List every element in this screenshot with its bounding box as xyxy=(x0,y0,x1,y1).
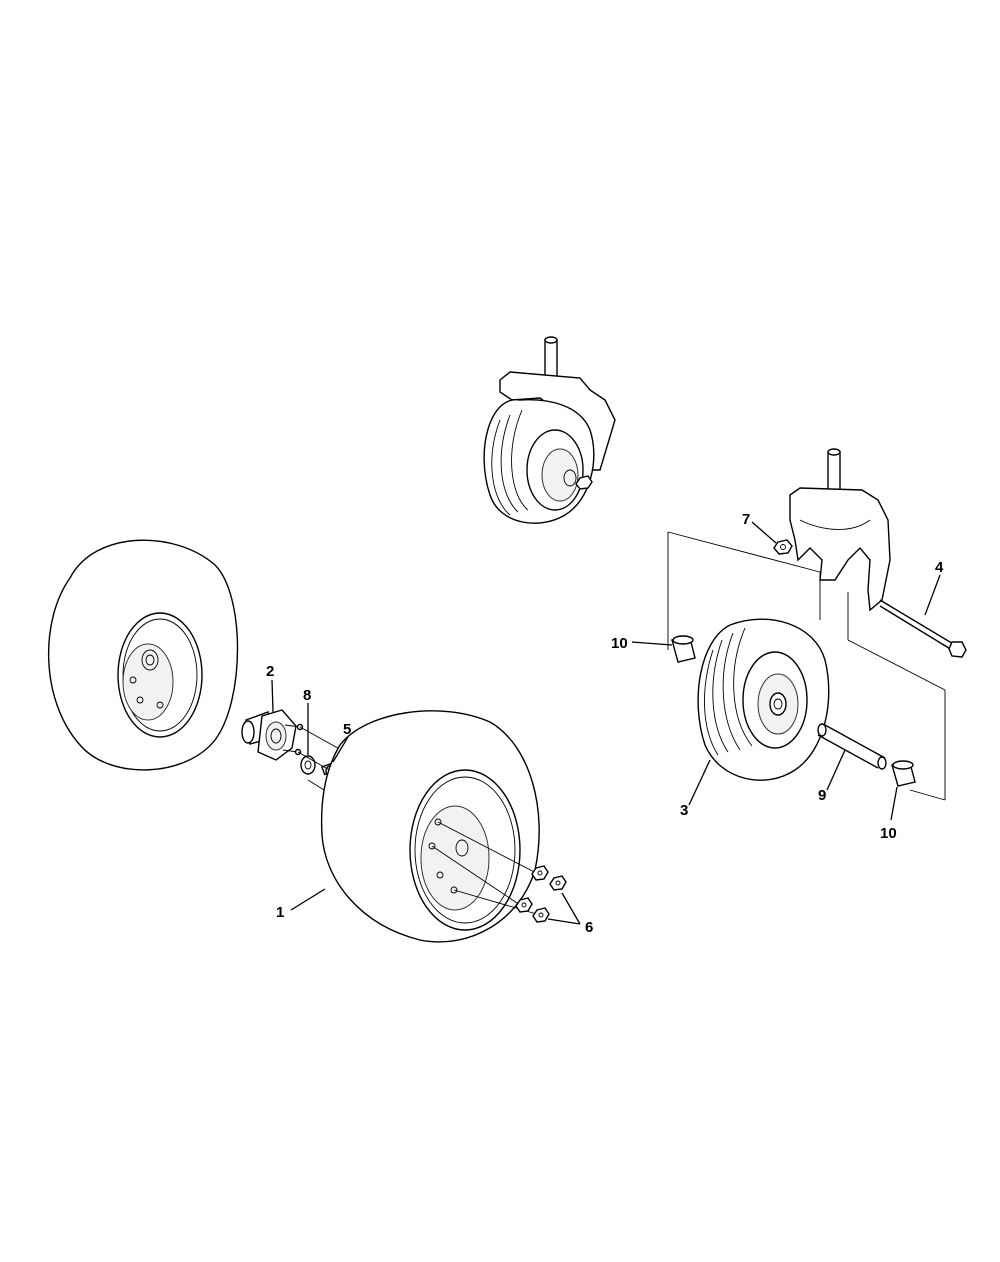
leader-lines xyxy=(271,521,941,925)
callout-10-right: 10 xyxy=(880,825,897,842)
assembly-bracket-lines xyxy=(667,531,946,801)
front-caster-wheel xyxy=(697,618,830,781)
callout-9: 9 xyxy=(818,787,826,804)
axle-sleeve xyxy=(817,723,887,770)
callout-7: 7 xyxy=(742,511,750,528)
washer xyxy=(300,755,316,775)
rear-drive-wheel-left xyxy=(48,539,239,771)
callout-10-left: 10 xyxy=(611,635,628,652)
caster-yoke xyxy=(789,448,891,612)
nut-small xyxy=(773,539,793,555)
axle-bolt xyxy=(879,599,967,658)
wheel-hub xyxy=(241,709,304,761)
callout-3: 3 xyxy=(680,802,688,819)
lug-nuts xyxy=(515,865,567,923)
callout-5: 5 xyxy=(343,721,351,738)
callout-8: 8 xyxy=(303,687,311,704)
caster-assembly-background xyxy=(483,336,616,524)
spacer-right xyxy=(891,760,916,787)
callout-2: 2 xyxy=(266,663,274,680)
spacer-left xyxy=(671,635,696,663)
rear-drive-wheel xyxy=(320,710,541,943)
callout-1: 1 xyxy=(276,904,284,921)
callout-6: 6 xyxy=(585,919,593,936)
callout-4: 4 xyxy=(935,559,944,576)
